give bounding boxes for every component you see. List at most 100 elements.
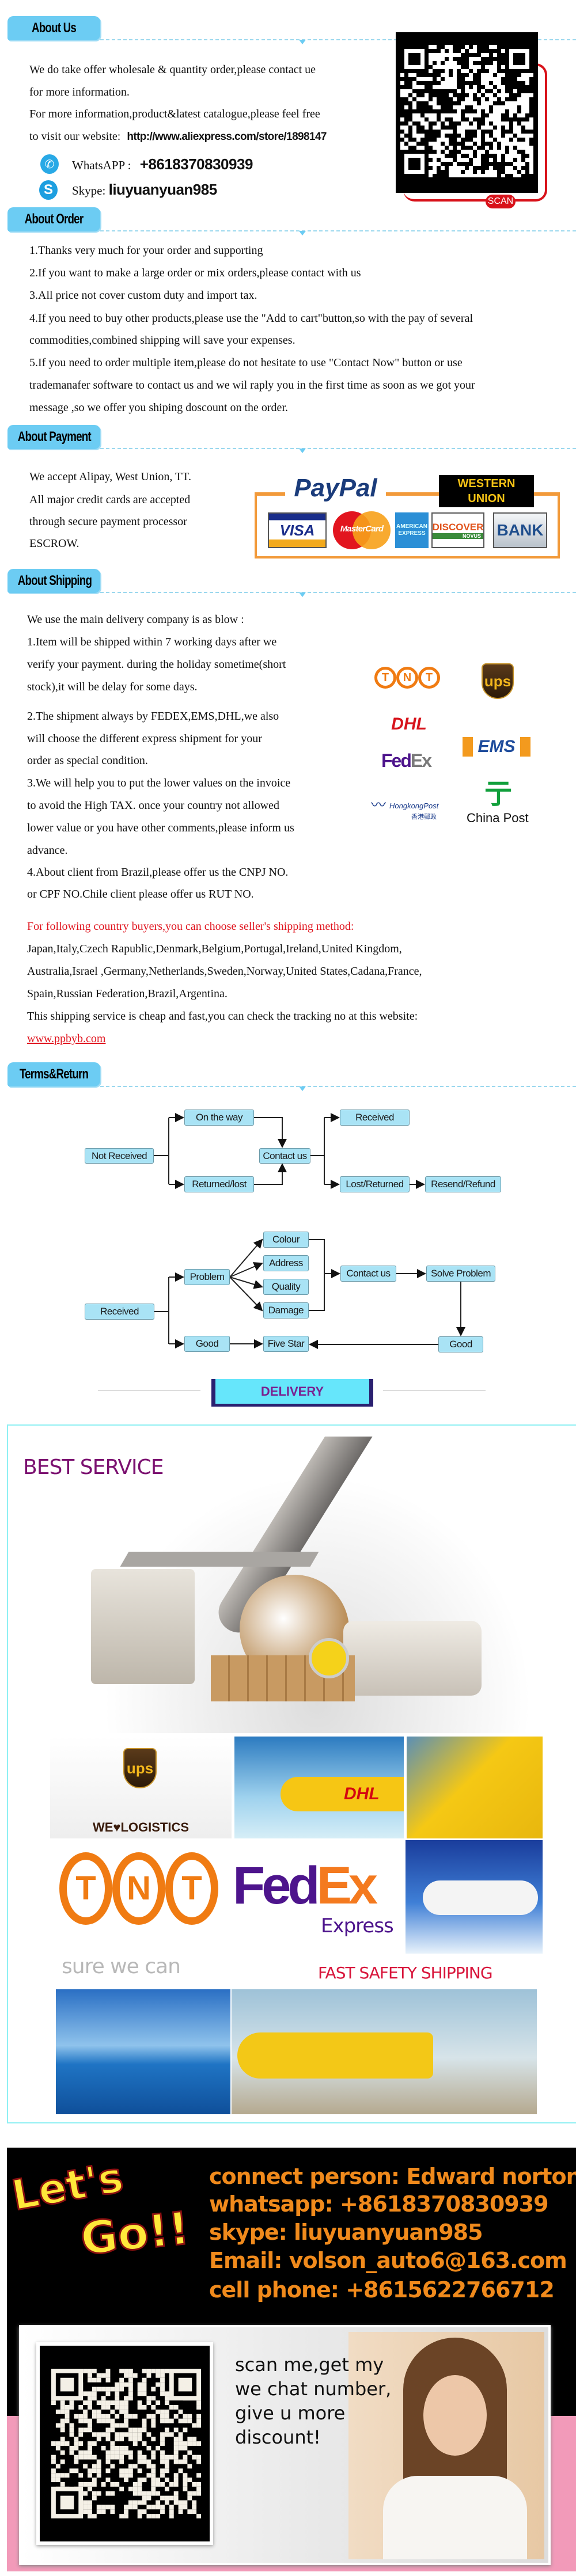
shipping-line: verify your payment. during the holiday … [27, 658, 286, 671]
section-tab-about-us: About Us [7, 16, 100, 40]
shirt-shape [383, 2476, 527, 2559]
fedex-ex: Ex [410, 750, 432, 771]
shipping-line: We use the main delivery company is as b… [27, 613, 244, 626]
tracking-link[interactable]: www.ppbyb.com [27, 1032, 106, 1045]
shipping-country-note: For following country buyers,you can cho… [27, 920, 354, 933]
mastercard-text: MasterCard [340, 524, 384, 534]
van-shape [343, 1621, 482, 1696]
whatsapp-label: WhatsAPP : [72, 158, 131, 172]
shipping-line: advance. [27, 844, 68, 857]
payment-line: We accept Alipay, West Union, TT. [29, 470, 191, 483]
section-tab-about-shipping: About Shipping [7, 569, 100, 593]
stopwatch-shape [309, 1638, 349, 1678]
paypal-logo: PayPal [285, 473, 386, 503]
payment-line: ESCROW. [29, 537, 79, 550]
divider-marker [299, 231, 306, 235]
tnt-logo: T N T [374, 667, 440, 689]
order-line: message ,so we offer you shiping doscoun… [29, 401, 288, 414]
ups-logistics-image: ups WE♥LOGISTICS [50, 1737, 232, 1838]
about-us-website-row: to visit our website: http://www.aliexpr… [29, 130, 327, 143]
order-line: 4.If you need to buy other products,plea… [29, 312, 473, 325]
flow-resend-refund: Resend/Refund [425, 1176, 501, 1192]
sea-freight-image [56, 1989, 230, 2114]
hk-post-cn-text: 香港郵政 [411, 813, 437, 820]
flow-good-after: Good [438, 1336, 483, 1352]
hk-post-text: HongkongPost [389, 801, 439, 810]
divider-marker [299, 449, 306, 453]
tnt-letter: T [165, 1852, 218, 1925]
whatsapp-row: WhatsAPP : +8618370830939 [72, 155, 253, 173]
qr-code-pattern [51, 2369, 201, 2518]
about-us-text: We do take offer wholesale & quantity or… [29, 63, 316, 76]
section-tab-terms-return: Terms&Return [7, 1062, 100, 1086]
flow-address: Address [263, 1255, 309, 1271]
contact-cell-phone: cell phone: +8615622766712 [209, 2277, 555, 2303]
tnt-letter: T [374, 667, 396, 689]
ups-logo: ups [123, 1748, 157, 1788]
fedex-fed: Fed [381, 750, 412, 771]
country-list-line: Japan,Italy,Czech Rapublic,Denmark,Belgi… [27, 943, 402, 955]
store-link[interactable]: http://www.aliexpress.com/store/1898147 [127, 131, 327, 143]
novus-text: NOVUS [433, 533, 483, 539]
order-line: 3.All price not cover custom duty and im… [29, 289, 257, 302]
wechat-promo-text: give u more [235, 2402, 346, 2424]
whatsapp-number: +8618370830939 [139, 155, 253, 173]
fast-safety-shipping: FAST SAFETY SHIPPING [318, 1963, 493, 1982]
skype-row: Skype: liuyuanyuan985 [72, 181, 217, 199]
mastercard-logo: MasterCard [333, 511, 391, 549]
flow-damage: Damage [263, 1302, 309, 1319]
fedex-fed: Fed [233, 1856, 320, 1915]
section-title: About Payment [17, 429, 92, 444]
flow-solve-problem: Solve Problem [426, 1266, 495, 1282]
divider-marker [299, 40, 306, 44]
plane-shape [423, 1880, 538, 1915]
truck-shape [91, 1569, 195, 1684]
fedex-logo: FedEx [381, 750, 432, 772]
hk-post-wave-icon: 〰 [371, 797, 386, 814]
shipping-line: to avoid the High TAX. once your country… [27, 799, 279, 812]
about-us-text: for more information. [29, 86, 130, 98]
flow-lost-returned: Lost/Returned [340, 1176, 410, 1192]
visa-logo: VISA [268, 512, 327, 548]
section-tab-about-order: About Order [7, 207, 100, 231]
customer-service-photo [348, 2332, 544, 2559]
fedex-express-label: Express [321, 1914, 394, 1937]
section-tab-about-payment: About Payment [7, 425, 100, 449]
flow-contact-us: Contact us [259, 1148, 310, 1164]
shipping-line: or CPF NO.Chile client please offer us R… [27, 888, 254, 901]
tnt-letter: N [396, 667, 418, 689]
shipping-line: 2.The shipment always by FEDEX,EMS,DHL,w… [27, 710, 279, 723]
skype-icon: S [39, 180, 58, 200]
flow-returned-lost: Returned/lost [184, 1176, 254, 1192]
qr-code-store[interactable] [396, 32, 538, 193]
face-shape [423, 2375, 487, 2456]
section-title: About Order [24, 211, 84, 227]
whatsapp-icon: ✆ [40, 154, 59, 174]
shipping-line: 4.About client from Brazil,please offer … [27, 866, 289, 879]
wechat-promo-text: scan me,get my [235, 2354, 384, 2376]
order-line: 5.If you need to order multiple item,ple… [29, 356, 463, 369]
flow-not-received: Not Received [85, 1148, 154, 1164]
tracking-note: This shipping service is cheap and fast,… [27, 1010, 418, 1023]
order-line: commodities,combined shipping will save … [29, 334, 295, 347]
skype-id: liuyuanyuan985 [108, 181, 218, 198]
flowchart-connectors [154, 1094, 465, 1349]
wechat-promo-text: discount! [235, 2426, 321, 2448]
fedex-logo-large: FedEx [233, 1856, 378, 1915]
payment-methods-panel [255, 492, 560, 558]
section-title: About Us [32, 20, 77, 36]
fedex-ex: Ex [316, 1856, 378, 1915]
qr-code-pattern [400, 45, 533, 177]
tnt-letter: N [112, 1852, 165, 1925]
fedex-plane-image [406, 1840, 543, 1954]
flow-five-star: Five Star [263, 1336, 309, 1352]
dhl-logo: DHL [391, 715, 427, 734]
divider [383, 1390, 486, 1391]
dhl-courier-image [407, 1737, 543, 1838]
sure-we-can-slogan: sure we can [62, 1955, 181, 1978]
logistics-hero-image [67, 1437, 568, 1733]
bank-logo: BANK [493, 512, 547, 548]
qr-code-wechat[interactable] [36, 2342, 213, 2545]
contact-person: connect person: Edward norton [209, 2164, 576, 2189]
western-union-text: WESTERN [457, 477, 516, 490]
